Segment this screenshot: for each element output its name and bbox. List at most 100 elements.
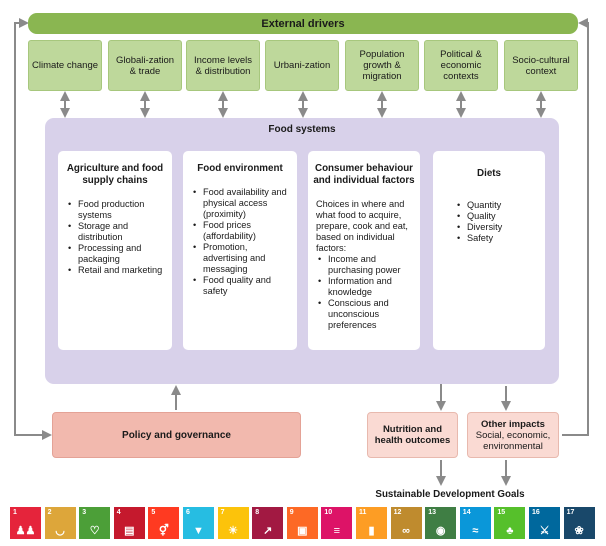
driver-income-levels: Income levels & distribution xyxy=(186,40,260,91)
driver-climate-change: Climate change xyxy=(28,40,102,91)
sdg-goal-10: 10 ≡ xyxy=(321,507,353,539)
city-icon: ▮ xyxy=(368,525,375,537)
sdg-goal-number: 11 xyxy=(359,509,367,516)
bowl-icon: ◡ xyxy=(55,525,65,537)
policy-label: Policy and governance xyxy=(122,429,231,441)
sdg-goal-11: 11 ▮ xyxy=(356,507,387,539)
sdg-goal-number: 15 xyxy=(497,509,506,516)
sdg-goal-number: 8 xyxy=(255,509,260,516)
sdg-goal-4: 4▤ xyxy=(113,507,145,539)
driver-label: Political & economic contexts xyxy=(440,49,482,82)
infinity-icon: ∞ xyxy=(402,525,411,537)
food-systems-title: Food systems xyxy=(268,124,336,135)
sdg-title: Sustainable Development Goals xyxy=(375,489,525,500)
driver-globalization-trade: Globali-zation & trade xyxy=(108,40,182,91)
other-impacts-title: Other impacts xyxy=(481,418,545,430)
list-item: Income and purchasing power xyxy=(318,254,414,276)
card-list: Quantity Quality Diversity Safety xyxy=(433,200,545,244)
list-item: Food quality and safety xyxy=(193,275,291,297)
card-intro: Choices in where and what food to acquir… xyxy=(316,199,408,253)
sdg-goal-number: 3 xyxy=(82,509,87,516)
driver-label: Globali-zation & trade xyxy=(115,54,175,77)
card-food-environment: Food environment Food availability and p… xyxy=(183,151,297,350)
sdg-goal-16: 16 ⚔ xyxy=(529,507,560,539)
sdg-goal-3: 3♡ xyxy=(79,507,111,539)
growth-chart-icon: ↗ xyxy=(263,525,273,537)
sdg-goal-number: 9 xyxy=(289,509,294,516)
sdg-goal-number: 10 xyxy=(324,509,333,516)
sdg-goal-5: 5⚥ xyxy=(148,507,180,539)
sdg-goal-12: 12 ∞ xyxy=(390,507,422,539)
sdg-goal-number: 6 xyxy=(186,509,190,516)
sdg-goal-number: 13 xyxy=(428,509,436,516)
other-impacts-subtitle: Social, economic, environmental xyxy=(475,429,551,452)
driver-urbanization: Urbani-zation xyxy=(265,40,339,91)
list-item: Quantity xyxy=(457,200,539,211)
gender-icon: ⚥ xyxy=(158,525,169,537)
sdg-goal-number: 16 xyxy=(532,509,540,516)
flower-icon: ❀ xyxy=(574,525,584,537)
sdg-goal-14: 14 ≈ xyxy=(459,507,491,539)
list-item: Safety xyxy=(457,233,539,244)
nutrition-outcomes-box: Nutrition and health outcomes xyxy=(367,412,458,458)
sdg-goal-6: 6▼ xyxy=(183,507,214,539)
driver-label: Socio-cultural context xyxy=(512,54,570,77)
card-title: Food environment xyxy=(197,163,283,174)
sdg-goal-number: 17 xyxy=(566,509,575,516)
sdg-goal-number: 4 xyxy=(116,509,121,516)
water-icon: ▼ xyxy=(193,525,204,537)
driver-label: Urbani-zation xyxy=(273,60,331,71)
external-drivers-title: External drivers xyxy=(261,17,345,30)
list-item: Diversity xyxy=(457,222,539,233)
list-item: Storage and distribution xyxy=(68,221,166,243)
sdg-goal-9: 9▣ xyxy=(286,507,318,539)
heartbeat-icon: ♡ xyxy=(89,525,100,537)
driver-socio-cultural: Socio-cultural context xyxy=(504,40,578,91)
sdg-goal-17: 17 ❀ xyxy=(563,507,595,539)
sun-icon: ☀ xyxy=(228,525,239,537)
sdg-goal-number: 1 xyxy=(13,509,17,516)
card-diets: Diets Quantity Quality Diversity Safety xyxy=(433,151,545,350)
sdg-goal-7: 7☀ xyxy=(217,507,249,539)
sdg-goal-13: 13 ◉ xyxy=(425,507,457,539)
driver-label: Climate change xyxy=(32,60,99,71)
list-item: Quality xyxy=(457,211,539,222)
list-item: Processing and packaging xyxy=(68,243,166,265)
list-item: Conscious and unconscious preferences xyxy=(318,298,414,331)
sdg-goal-number: 2 xyxy=(47,509,52,516)
driver-label: Population growth & migration xyxy=(359,49,405,82)
cubes-icon: ▣ xyxy=(297,525,308,537)
other-impacts-box: Other impacts Social, economic, environm… xyxy=(467,412,559,458)
driver-political-economic: Political & economic contexts xyxy=(424,40,498,91)
equality-icon: ≡ xyxy=(333,525,341,537)
sdg-goal-1: 1 ♟♟ xyxy=(10,507,41,539)
nutrition-title: Nutrition and health outcomes xyxy=(374,424,451,446)
sdg-goal-2: 2◡ xyxy=(44,507,76,539)
card-list: Food production systems Storage and dist… xyxy=(58,199,172,276)
sdg-goal-number: 12 xyxy=(393,509,402,516)
driver-label: Income levels & distribution xyxy=(193,54,253,77)
card-consumer-behaviour: Consumer behaviour and individual factor… xyxy=(308,151,420,350)
fish-icon: ≈ xyxy=(472,525,479,537)
sdg-goal-number: 7 xyxy=(220,509,225,516)
list-item: Promotion, advertising and messaging xyxy=(193,242,291,275)
list-item: Food availability and physical access (p… xyxy=(193,187,291,220)
book-icon: ▤ xyxy=(124,525,135,537)
card-title: Consumer behaviour and individual factor… xyxy=(313,163,415,186)
card-agriculture: Agriculture and food supply chains Food … xyxy=(58,151,172,350)
people-icon: ♟♟ xyxy=(15,525,36,537)
sdg-goal-number: 5 xyxy=(151,509,156,516)
card-list: Food availability and physical access (p… xyxy=(183,187,297,297)
tree-icon: ♣ xyxy=(506,525,514,537)
dove-icon: ⚔ xyxy=(539,525,550,537)
list-item: Retail and marketing xyxy=(68,265,166,276)
list-item: Information and knowledge xyxy=(318,276,414,298)
card-title: Diets xyxy=(477,168,501,179)
sdg-goal-8: 8↗ xyxy=(252,507,284,539)
policy-governance-box: Policy and governance xyxy=(52,412,301,458)
sdg-goal-15: 15 ♣ xyxy=(494,507,526,539)
eye-globe-icon: ◉ xyxy=(435,525,446,537)
card-list: Income and purchasing power Information … xyxy=(308,254,420,331)
driver-population-growth: Population growth & migration xyxy=(345,40,419,91)
sdg-goal-number: 14 xyxy=(462,509,471,516)
